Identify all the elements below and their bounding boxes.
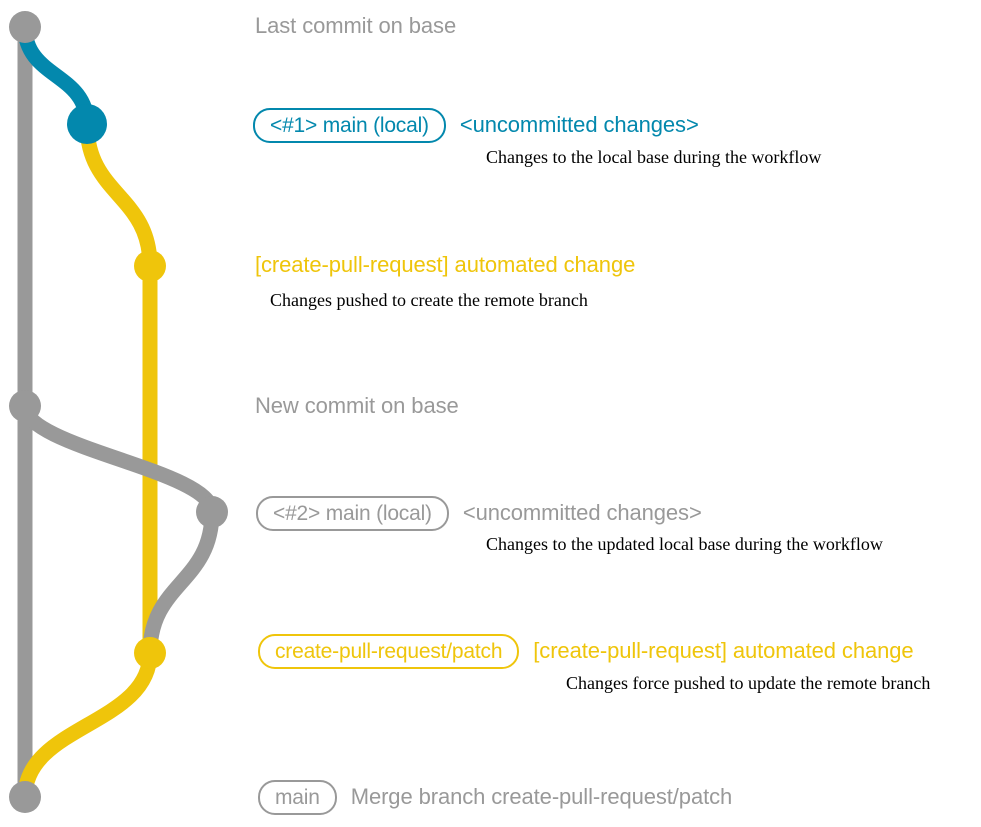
branch-pill-main[interactable]: main — [258, 780, 337, 815]
commit-row-automated-change-2: create-pull-request/patch [create-pull-r… — [258, 634, 914, 669]
edge-patch-2-to-merge — [17, 645, 158, 805]
node-local-commit-1[interactable] — [67, 104, 107, 144]
branch-pill-main-local-1[interactable]: <#1> main (local) — [253, 108, 446, 143]
commit-subject: Merge branch create-pull-request/patch — [350, 783, 733, 809]
commit-subject: New commit on base — [255, 393, 459, 418]
commit-subject: [create-pull-request] automated change — [255, 252, 636, 277]
edge-local-1-to-patch-1 — [79, 116, 158, 274]
commit-description-automated-change-1: Changes pushed to create the remote bran… — [270, 290, 588, 310]
node-last-commit-on-base[interactable] — [9, 11, 41, 43]
edge-base-to-local-2 — [17, 398, 220, 520]
branch-pill-main-local-2[interactable]: <#2> main (local) — [256, 496, 449, 531]
commit-row-merge-commit: main Merge branch create-pull-request/pa… — [258, 780, 732, 815]
node-new-commit-on-base[interactable] — [9, 390, 41, 422]
commit-subject: <uncommitted changes> — [462, 499, 702, 525]
node-local-commit-2[interactable] — [196, 496, 228, 528]
node-merge-commit[interactable] — [9, 781, 41, 813]
node-automated-change-1[interactable] — [134, 250, 166, 282]
commit-subject: Last commit on base — [255, 13, 457, 38]
commit-row-local-commit-1: <#1> main (local) <uncommitted changes> — [253, 108, 699, 143]
commit-description-local-commit-1: Changes to the local base during the wor… — [486, 147, 822, 167]
commit-description-automated-change-2: Changes force pushed to update the remot… — [566, 673, 931, 693]
commit-row-last-commit-on-base: Last commit on base — [255, 13, 456, 39]
commit-subject: <uncommitted changes> — [459, 111, 699, 137]
commit-subject: [create-pull-request] automated change — [533, 637, 914, 663]
commit-row-new-commit-on-base: New commit on base — [255, 393, 459, 419]
edge-local-2-to-patch-2 — [142, 504, 220, 661]
node-automated-change-2[interactable] — [134, 637, 166, 669]
commit-description-local-commit-2: Changes to the updated local base during… — [486, 534, 883, 554]
commit-row-local-commit-2: <#2> main (local) <uncommitted changes> — [256, 496, 702, 531]
branch-pill-create-pull-request-patch[interactable]: create-pull-request/patch — [258, 634, 520, 669]
commit-row-automated-change-1: [create-pull-request] automated change — [255, 252, 635, 278]
